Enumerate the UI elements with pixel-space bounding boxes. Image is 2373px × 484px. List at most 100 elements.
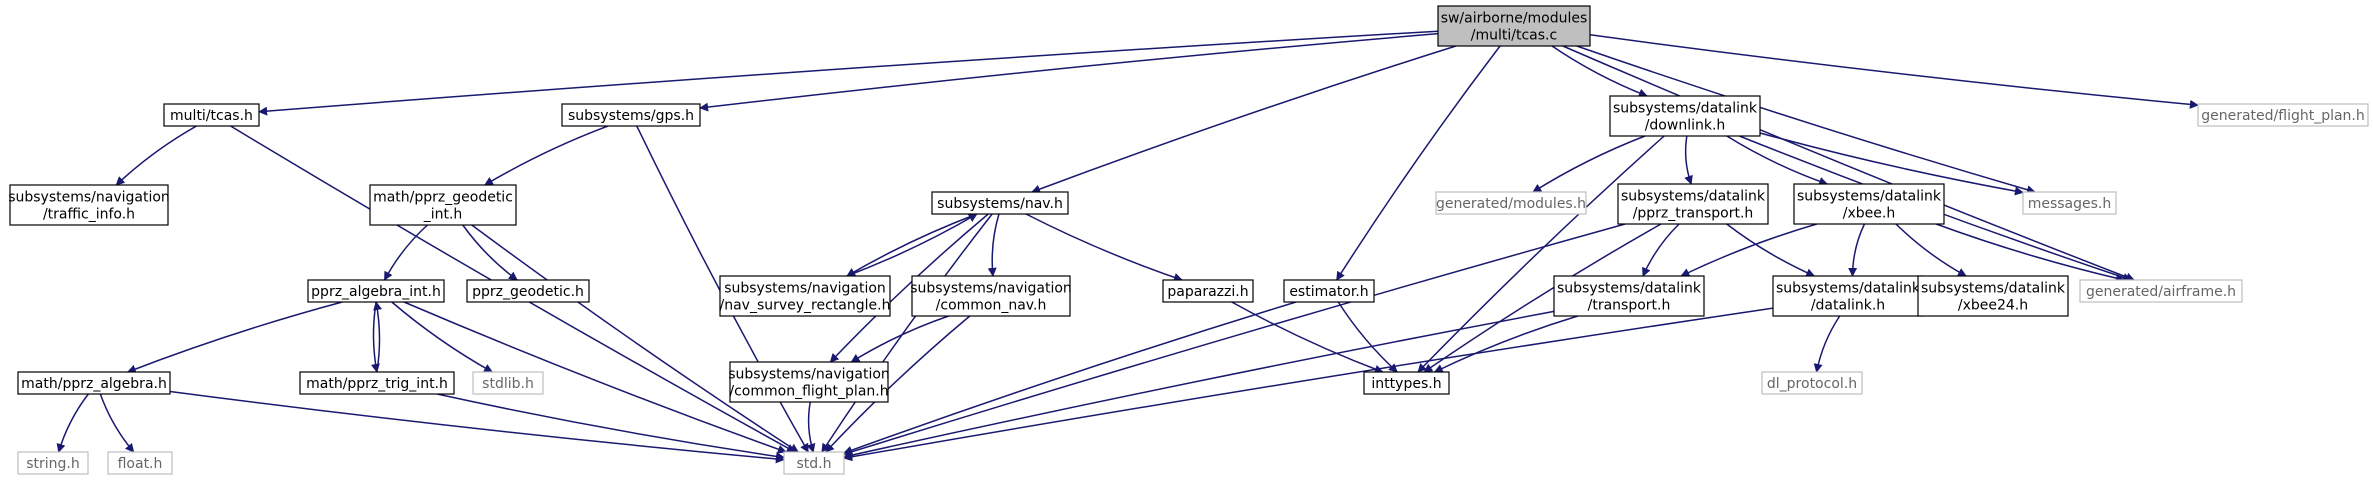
node-pprz-trig-int-h[interactable]: math/pprz_trig_int.h: [299, 371, 455, 395]
node-box: [1162, 279, 1254, 303]
node-datalink-h[interactable]: subsystems/datalink/datalink.h: [1772, 275, 1924, 317]
edge-tcas_c-to-messages_h: [1576, 45, 2036, 195]
node-generated-airframe-h: generated/airframe.h: [2079, 279, 2243, 303]
node-label: pprz_geodetic.h: [472, 284, 584, 300]
node-box: [369, 184, 517, 226]
node-box: [2079, 279, 2243, 303]
node-label: subsystems/navigation: [728, 367, 890, 383]
node-box: [307, 279, 445, 303]
node-label: subsystems/datalink: [1621, 189, 1766, 205]
node-pprz-geodetic-int-h[interactable]: math/pprz_geodetic_int.h: [369, 184, 517, 226]
edge-subsystems_nav_h-to-std_h: [821, 213, 993, 453]
edge-common_nav_h-to-common_flight_plan_h: [850, 315, 949, 363]
edge-pprz_transport_h-to-datalink_h: [1726, 223, 1816, 277]
node-box: [561, 103, 701, 127]
node-box: [9, 184, 169, 226]
node-box: [17, 371, 171, 395]
edge-pprz_transport_h-to-std_h: [843, 223, 1626, 457]
node-label: /nav_survey_rectangle.h: [720, 298, 891, 314]
node-label: subsystems/navigation: [910, 281, 1072, 297]
node-common-flight-plan-h[interactable]: subsystems/navigation/common_flight_plan…: [728, 361, 890, 403]
node-multi-tcas-h[interactable]: multi/tcas.h: [163, 103, 260, 127]
edge-downlink_h-to-messages_h: [1759, 132, 2024, 196]
node-label: dl_protocol.h: [1767, 376, 1857, 392]
edge-subsystems_nav_h-to-common_nav_h: [987, 213, 1000, 277]
node-label: subsystems/navigation: [724, 281, 886, 297]
edge-subsystems_nav_h-to-paparazzi_h: [1025, 213, 1183, 282]
edge-subsystems_gps_h-to-pprz_geodetic_int_h: [484, 125, 609, 186]
edge-common_nav_h-to-std_h: [825, 315, 971, 453]
node-estimator-h[interactable]: estimator.h: [1283, 279, 1375, 303]
node-box: [783, 451, 845, 475]
node-label: subsystems/datalink: [1776, 281, 1921, 297]
node-label: generated/airframe.h: [2086, 284, 2236, 300]
node-label: estimator.h: [1289, 284, 1368, 300]
edge-pprz_trig_int_h-to-std_h: [436, 393, 785, 461]
node-tcas-c[interactable]: sw/airborne/modules/multi/tcas.c: [1437, 5, 1591, 47]
node-label: subsystems/datalink: [1797, 189, 1942, 205]
edge-estimator_h-to-std_h: [843, 301, 1297, 455]
edge-downlink_h-to-pprz_transport_h: [1684, 135, 1693, 185]
node-box: [466, 279, 590, 303]
node-box: [2022, 191, 2117, 215]
node-label: paparazzi.h: [1167, 284, 1248, 300]
node-label: math/pprz_trig_int.h: [306, 376, 448, 392]
node-label: math/pprz_algebra.h: [21, 376, 167, 392]
edge-pprz_transport_h-to-transport_h: [1642, 223, 1680, 277]
node-label: math/pprz_geodetic: [373, 190, 513, 206]
node-xbee24-h[interactable]: subsystems/datalink/xbee24.h: [1917, 275, 2069, 317]
node-label: generated/modules.h: [1436, 196, 1586, 212]
edge-nav_survey_rectangle_h-to-subsystems_nav_h: [846, 213, 978, 277]
node-label: /xbee.h: [1843, 206, 1895, 222]
edge-subsystems_nav_h-to-common_flight_plan_h: [829, 213, 989, 363]
node-inttypes-h[interactable]: inttypes.h: [1363, 371, 1450, 395]
node-common-nav-h[interactable]: subsystems/navigation/common_nav.h: [910, 275, 1072, 317]
node-pprz-geodetic-h[interactable]: pprz_geodetic.h: [466, 279, 590, 303]
edge-tcas_c-to-generated_airframe_h: [1562, 45, 2135, 282]
node-pprz-transport-h[interactable]: subsystems/datalink/pprz_transport.h: [1617, 183, 1769, 225]
edge-transport_h-to-inttypes_h: [1433, 315, 1579, 373]
node-xbee-h[interactable]: subsystems/datalink/xbee.h: [1793, 183, 1945, 225]
node-pprz-algebra-int-h[interactable]: pprz_algebra_int.h: [307, 279, 445, 303]
edge-pprz_trig_int_h-to-pprz_algebra_int_h: [373, 301, 383, 373]
node-subsystems-gps-h[interactable]: subsystems/gps.h: [561, 103, 701, 127]
node-std-h: std.h: [783, 451, 845, 475]
node-box: [911, 275, 1071, 317]
edge-downlink_h-to-inttypes_h: [1417, 135, 1665, 373]
edge-paparazzi_h-to-inttypes_h: [1231, 301, 1384, 374]
node-downlink-h[interactable]: subsystems/datalink/downlink.h: [1609, 95, 1761, 137]
node-label: /common_nav.h: [936, 298, 1047, 314]
node-box: [17, 451, 89, 475]
edge-pprz_geodetic_int_h-to-pprz_algebra_int_h: [383, 224, 428, 281]
node-nav-survey-rectangle-h[interactable]: subsystems/navigation/nav_survey_rectang…: [719, 275, 891, 317]
node-stdlib-h: stdlib.h: [472, 371, 544, 395]
node-label: /traffic_info.h: [43, 207, 135, 223]
node-label: /multi/tcas.c: [1471, 28, 1557, 44]
node-pprz-algebra-h[interactable]: math/pprz_algebra.h: [17, 371, 171, 395]
node-box: [1363, 371, 1450, 395]
edge-pprz_transport_h-to-inttypes_h: [1423, 223, 1662, 373]
edge-xbee_h-to-transport_h: [1680, 223, 1818, 277]
node-dl-protocol-h: dl_protocol.h: [1761, 371, 1863, 395]
edge-pprz_geodetic_int_h-to-pprz_geodetic_h: [462, 224, 518, 281]
edge-pprz_algebra_h-to-float_h: [99, 393, 135, 453]
edge-pprz_algebra_int_h-to-pprz_trig_int_h: [370, 301, 380, 373]
node-label: subsystems/nav.h: [937, 196, 1063, 212]
node-paparazzi-h[interactable]: paparazzi.h: [1162, 279, 1254, 303]
node-messages-h: messages.h: [2022, 191, 2117, 215]
node-traffic-info-h[interactable]: subsystems/navigation/traffic_info.h: [8, 184, 170, 226]
node-label: string.h: [26, 456, 80, 472]
edge-pprz_algebra_int_h-to-stdlib_h: [391, 301, 494, 373]
node-box: [719, 275, 891, 317]
node-box: [472, 371, 544, 395]
node-subsystems-nav-h[interactable]: subsystems/nav.h: [931, 191, 1069, 215]
node-label: /datalink.h: [1811, 298, 1885, 314]
edge-pprz_geodetic_int_h-to-std_h: [471, 224, 799, 453]
node-label: subsystems/gps.h: [568, 108, 694, 124]
node-transport-h[interactable]: subsystems/datalink/transport.h: [1553, 275, 1705, 317]
node-label: /common_flight_plan.h: [729, 384, 888, 400]
edge-tcas_c-to-downlink_h: [1551, 45, 1648, 98]
edge-transport_h-to-std_h: [843, 310, 1555, 460]
node-box: [1553, 275, 1705, 317]
node-box: [1793, 183, 1945, 225]
